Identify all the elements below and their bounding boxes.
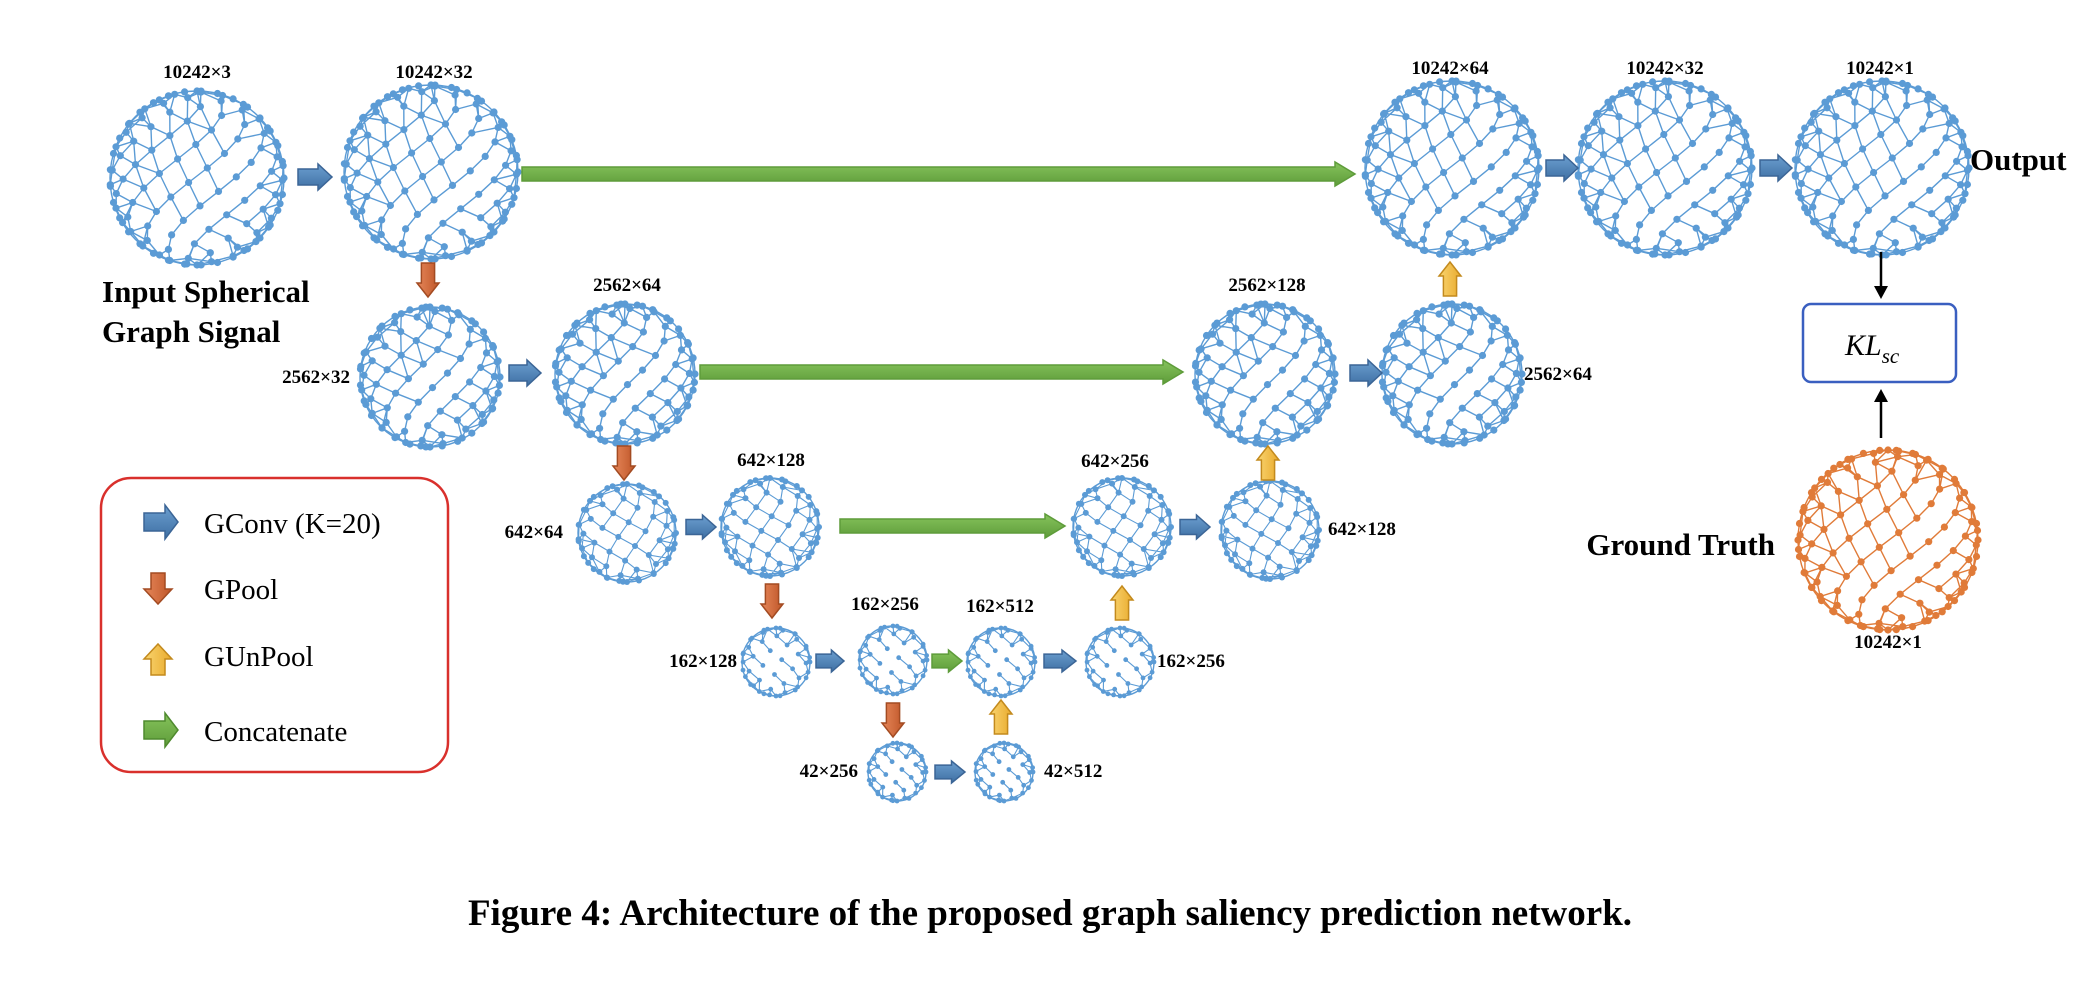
sphere-b1-icon	[866, 740, 929, 804]
sphere-layer	[106, 77, 1982, 804]
legend-gunpool-icon	[142, 642, 174, 676]
label-e3a-size: 642×64	[505, 522, 564, 543]
sphere-d1b-icon	[1574, 77, 1756, 259]
gunpool-arrow-3	[1255, 444, 1281, 481]
input-label-line2: Graph Signal	[102, 314, 281, 349]
concat-arrow-4	[931, 648, 964, 674]
gconv-arrow-2	[508, 358, 543, 388]
loss-label: KLsc	[1844, 329, 1900, 368]
label-e4b-size: 162×256	[851, 594, 919, 615]
gpool-arrow-3	[759, 583, 785, 620]
label-d2a-size: 2562×128	[1228, 275, 1305, 296]
label-input-size: 10242×3	[163, 62, 231, 83]
input-label-line1: Input Spherical	[102, 274, 310, 309]
sphere-e3a-icon	[575, 481, 679, 585]
legend-concat-icon	[143, 710, 179, 750]
label-output-size: 10242×1	[1846, 58, 1914, 79]
gconv-arrow-7	[1179, 513, 1212, 541]
loss-box: KLsc	[1801, 302, 1958, 384]
label-e2b-size: 2562×64	[593, 275, 661, 296]
label-b2-size: 42×512	[1044, 761, 1102, 782]
output-label: Output	[1970, 142, 2067, 177]
gunpool-arrow-1	[988, 698, 1014, 735]
label-ground-truth-size: 10242×1	[1854, 632, 1922, 653]
sphere-d3a-icon	[1070, 475, 1174, 579]
sphere-e2b-icon	[551, 300, 699, 448]
sphere-d2a-icon	[1191, 300, 1339, 448]
gpool-arrow-4	[880, 702, 906, 739]
sphere-out-icon	[1791, 77, 1973, 259]
gconv-arrow-8	[1349, 358, 1384, 388]
legend: GConv (K=20) GPool GUnPool Concatenate	[99, 476, 450, 774]
sphere-e4b-icon	[857, 623, 930, 697]
sphere-d4b-icon	[1084, 625, 1157, 699]
gconv-arrow-3	[685, 513, 718, 541]
loss-connectors	[1874, 252, 1888, 438]
gconv-arrow-4	[815, 648, 846, 674]
label-e1-size: 10242×32	[395, 62, 472, 83]
arrow-layer	[297, 153, 1794, 785]
sphere-b2-icon	[973, 740, 1036, 804]
label-d3b-size: 642×128	[1328, 519, 1396, 540]
legend-gconv-icon	[143, 502, 179, 542]
sphere-e1-icon	[340, 81, 522, 263]
legend-concat-label: Concatenate	[204, 716, 347, 748]
concat-arrow-3	[839, 512, 1067, 540]
sphere-in-icon	[106, 87, 288, 269]
label-d2b-size: 2562×64	[1524, 364, 1592, 385]
gunpool-arrow-4	[1437, 260, 1463, 297]
sphere-gt-icon	[1794, 446, 1982, 634]
concat-arrow-2	[699, 358, 1185, 386]
legend-gconv-label: GConv (K=20)	[204, 508, 381, 540]
sphere-d3b-icon	[1218, 478, 1322, 582]
label-e4a-size: 162×128	[669, 651, 737, 672]
sphere-d1a-icon	[1361, 77, 1543, 259]
sphere-e3b-icon	[718, 475, 822, 579]
size-label-layer: 10242×3 10242×32 2562×32 2562×64 642×64 …	[163, 58, 1922, 782]
label-d4a-size: 162×512	[966, 596, 1034, 617]
label-e2a-size: 2562×32	[282, 367, 350, 388]
legend-gunpool-label: GUnPool	[204, 641, 314, 673]
gconv-arrow-5	[934, 759, 967, 785]
label-b1-size: 42×256	[800, 761, 858, 782]
sphere-e4a-icon	[740, 625, 813, 699]
label-d3a-size: 642×256	[1081, 451, 1149, 472]
label-d4b-size: 162×256	[1157, 651, 1225, 672]
ground-truth-label: Ground Truth	[1586, 527, 1775, 562]
concat-arrow-1	[521, 160, 1357, 188]
legend-gpool-icon	[142, 572, 174, 606]
legend-gpool-label: GPool	[204, 574, 278, 606]
sphere-e2a-icon	[356, 303, 504, 451]
gconv-arrow-9	[1545, 153, 1580, 183]
gpool-arrow-1	[415, 262, 441, 299]
figure-caption: Figure 4: Architecture of the proposed g…	[468, 893, 1632, 934]
label-e3b-size: 642×128	[737, 450, 805, 471]
gpool-arrow-2	[611, 445, 637, 482]
gconv-arrow-10	[1759, 153, 1794, 183]
sphere-d2b-icon	[1378, 300, 1526, 448]
label-d1a-size: 10242×64	[1411, 58, 1489, 79]
label-d1b-size: 10242×32	[1626, 58, 1703, 79]
sphere-d4a-icon	[965, 625, 1038, 699]
gunpool-arrow-2	[1109, 584, 1135, 621]
gconv-arrow-6	[1043, 648, 1078, 674]
gconv-arrow-1	[297, 162, 334, 192]
